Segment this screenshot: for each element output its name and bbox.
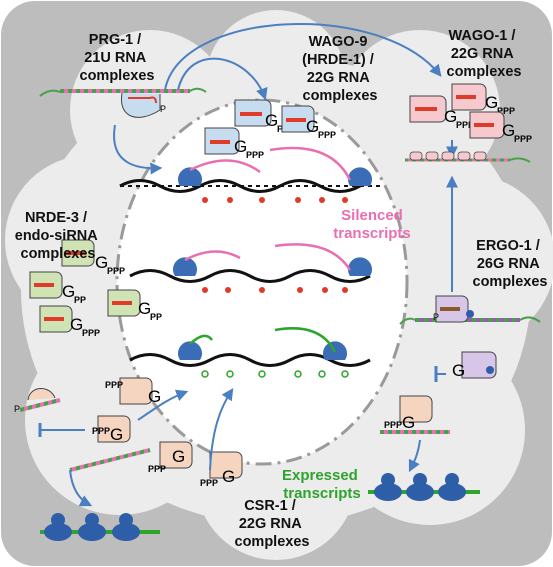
svg-text:PP: PP (74, 295, 86, 305)
csr1-target-mrna-left (69, 448, 151, 472)
ergo1-label: ERGO-1 / 26G RNA complexes (473, 238, 548, 290)
prg1-piRNA-complex: P (39, 87, 207, 118)
svg-text:G: G (95, 253, 108, 272)
ergo1-complex: P (399, 175, 541, 325)
ribosomes-right (368, 473, 480, 501)
prg1-label: PRG-1 / 21U RNA complexes (80, 32, 155, 84)
ribosomes-left (40, 513, 160, 541)
svg-text:PP: PP (150, 312, 162, 322)
svg-text:PPP: PPP (318, 130, 336, 140)
svg-text:G: G (172, 447, 185, 466)
svg-text:PPP: PPP (107, 266, 125, 276)
svg-text:G: G (306, 117, 319, 136)
svg-text:PPP: PPP (200, 478, 218, 488)
svg-text:PPP: PPP (456, 120, 474, 130)
svg-text:PPP: PPP (246, 150, 264, 160)
silenced-locus-2 (129, 243, 373, 293)
svg-text:PPP: PPP (82, 328, 100, 338)
svg-text:PPP: PPP (105, 380, 123, 390)
svg-text:G: G (402, 413, 415, 432)
svg-text:PPP: PPP (514, 134, 532, 144)
arrow-left-cyto-to-nucleus (137, 389, 189, 421)
wago9-label: WAGO-9 (HRDE-1) / 22G RNA complexes (302, 34, 378, 104)
svg-text:G: G (502, 121, 515, 140)
left-precursor-complex: P (14, 388, 61, 414)
arrow-prg1-to-wago1 (164, 23, 442, 91)
svg-text:PPP: PPP (384, 420, 402, 430)
arrow-down-right-ribosomes (408, 439, 421, 473)
svg-text:G: G (148, 387, 161, 406)
arrow-csr1-into-nucleus (209, 388, 234, 471)
arrow-prg1-into-nucleus (113, 124, 163, 175)
svg-text:G: G (485, 93, 498, 112)
svg-text:G: G (452, 361, 465, 380)
svg-text:G: G (70, 315, 83, 334)
svg-text:P: P (160, 104, 166, 114)
svg-text:PPP: PPP (92, 426, 110, 436)
svg-text:PPP: PPP (497, 106, 515, 116)
svg-text:PPP: PPP (148, 464, 166, 474)
svg-text:G: G (265, 111, 278, 130)
svg-text:G: G (110, 425, 123, 444)
arrow-prg1-to-wago9 (177, 57, 268, 101)
silenced-locus-1 (119, 146, 380, 203)
svg-text:G: G (444, 107, 457, 126)
expressed-locus (129, 327, 371, 378)
svg-text:G: G (138, 299, 151, 318)
ergo1-free-complex: G (436, 351, 497, 380)
csr1-label: CSR-1 / 22G RNA complexes (235, 498, 310, 550)
svg-text:G: G (234, 137, 247, 156)
svg-text:G: G (62, 282, 75, 301)
arrow-down-left-ribosomes (69, 469, 93, 507)
expressed-label: Expressed transcripts (282, 467, 362, 502)
svg-text:P: P (433, 312, 439, 322)
wago1-label: WAGO-1 / 22G RNA complexes (447, 28, 522, 80)
svg-text:G: G (222, 467, 235, 486)
svg-text:P: P (14, 404, 20, 414)
nrde3-label: NRDE-3 / endo-siRNA complexes (15, 210, 101, 262)
